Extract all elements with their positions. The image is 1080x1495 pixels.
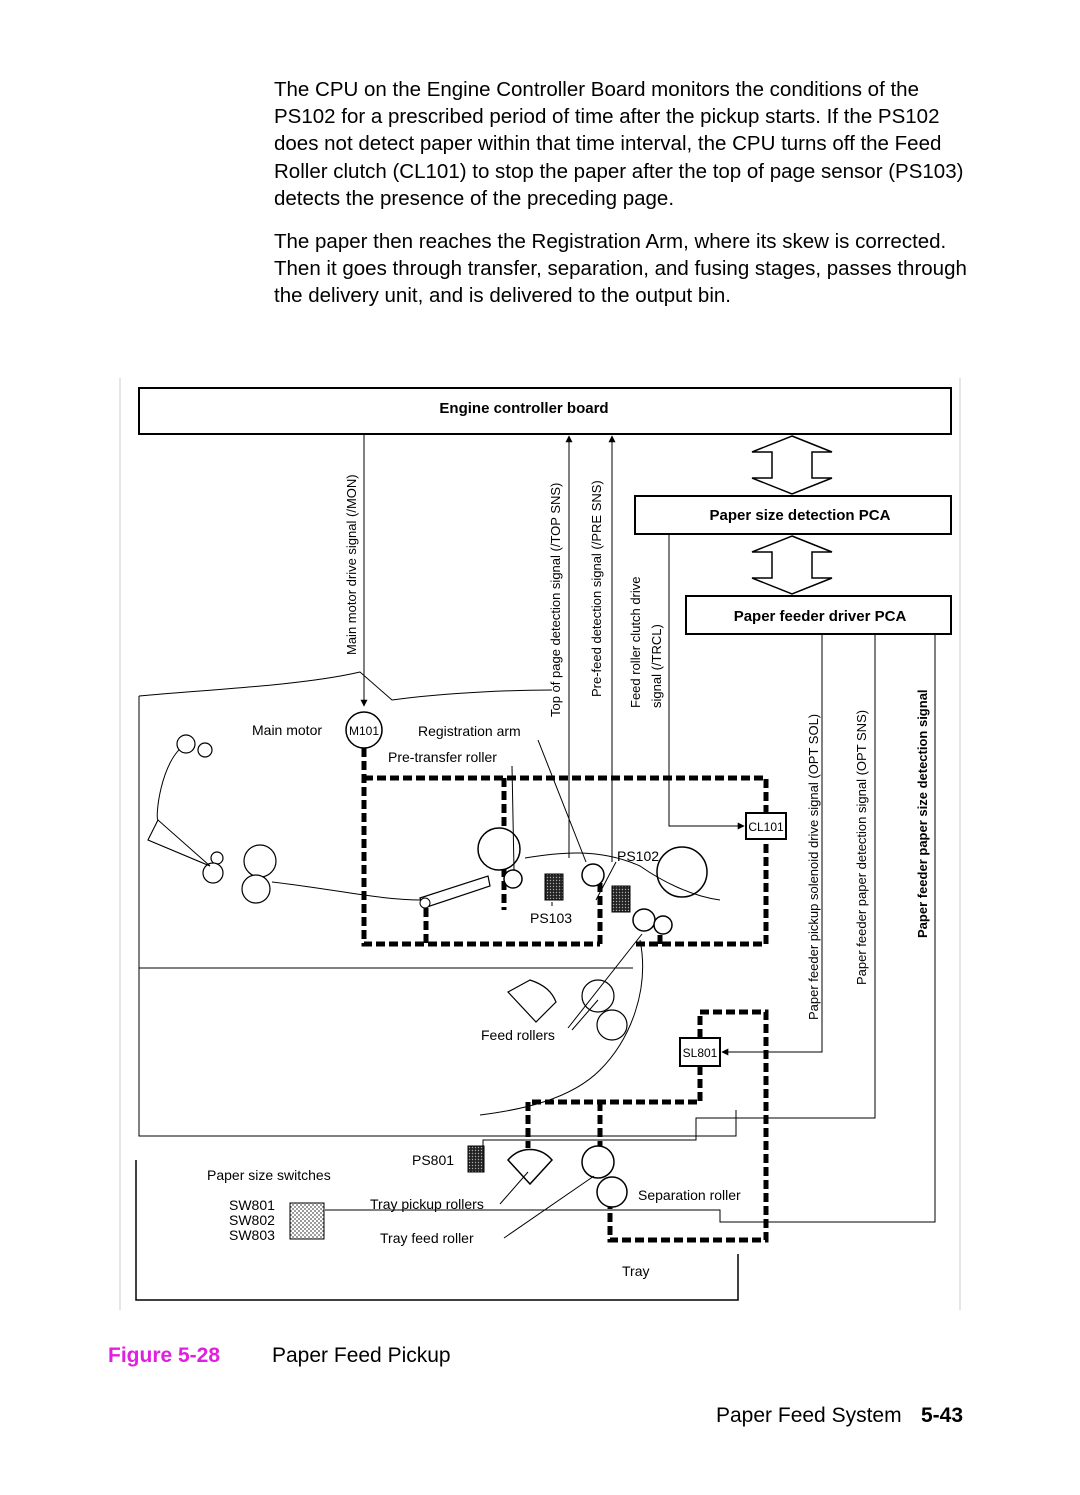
ps801-sensor-icon bbox=[467, 1145, 485, 1173]
sl801-label: SL801 bbox=[683, 1046, 718, 1060]
feed-rollers-leader-2 bbox=[571, 999, 599, 1031]
feed-roller-icon-1 bbox=[632, 908, 656, 932]
tray-label: Tray bbox=[622, 1263, 649, 1279]
tray-feed-roller-label: Tray feed roller bbox=[380, 1230, 474, 1246]
tray-pickup-rollers-label: Tray pickup rollers bbox=[370, 1196, 484, 1212]
trcl-signal-line bbox=[668, 534, 745, 830]
output-roller-icon-1 bbox=[176, 734, 196, 754]
fuser-pressure-roller-icon bbox=[243, 844, 277, 878]
registration-arm-label: Registration arm bbox=[418, 723, 521, 739]
cl101-box bbox=[745, 812, 787, 840]
registration-arm-pivot bbox=[419, 897, 431, 909]
feeder-drive-frame bbox=[525, 1009, 769, 1243]
tray-pickup-rollers-leader bbox=[499, 1171, 529, 1205]
engine-controller-board-box bbox=[138, 387, 952, 435]
body-paragraph-1: The CPU on the Engine Controller Board m… bbox=[274, 78, 964, 210]
feed-roller-icon-4 bbox=[596, 1009, 628, 1041]
mon-signal-label: Main motor drive signal (/MON) bbox=[344, 474, 359, 655]
trcl-signal-label-2: signal (/TRCL) bbox=[649, 624, 664, 708]
paper-feeder-driver-pca-box bbox=[685, 595, 952, 635]
separation-roller-icon bbox=[596, 1176, 628, 1208]
sw801-label: SW801 bbox=[229, 1197, 275, 1213]
tray-outline bbox=[135, 1160, 739, 1301]
ps103-sensor-icon bbox=[544, 873, 564, 901]
sl801-box bbox=[679, 1037, 721, 1067]
feed-rollers-leader-1 bbox=[567, 933, 643, 1029]
footer-section-title: Paper Feed System bbox=[716, 1404, 902, 1427]
paper-feeder-driver-pca-label: Paper feeder driver PCA bbox=[734, 608, 907, 625]
pre-transfer-roller-label: Pre-transfer roller bbox=[388, 749, 497, 765]
opt-sns-signal-label: Paper feeder paper detection signal (OPT… bbox=[854, 710, 869, 985]
feed-rollers-label: Feed rollers bbox=[481, 1027, 555, 1043]
fuser-heat-roller-icon bbox=[241, 874, 271, 904]
m101-label: M101 bbox=[349, 724, 379, 738]
paper-path bbox=[524, 852, 721, 901]
opt-sol-signal-label: Paper feeder pickup solenoid drive signa… bbox=[806, 714, 821, 1020]
output-roller-icon-2 bbox=[197, 742, 213, 758]
ps102-leader bbox=[595, 861, 617, 901]
pre-transfer-roller-icon bbox=[503, 869, 523, 889]
feed-roller-icon-3 bbox=[581, 979, 615, 1013]
main-motor-label: Main motor bbox=[252, 722, 322, 738]
paper-feed-pickup-diagram: Engine controller board Paper size detec… bbox=[119, 378, 961, 1310]
registration-arm-shape bbox=[419, 875, 491, 909]
registration-roller-icon bbox=[581, 863, 605, 887]
size-signal-label: Paper feeder paper size detection signal bbox=[915, 689, 930, 938]
paper-size-switch-icon bbox=[289, 1202, 325, 1240]
fuser-roller-icon bbox=[656, 846, 708, 898]
output-roller-icon-3 bbox=[210, 851, 224, 865]
feed-roller-icon-2 bbox=[653, 915, 673, 935]
bus-arrow-lower bbox=[751, 535, 833, 595]
paper-size-detection-pca-box bbox=[634, 495, 952, 535]
separation-roller-label: Separation roller bbox=[638, 1187, 741, 1203]
paper-path-lower bbox=[271, 881, 423, 901]
output-tray-shape bbox=[147, 819, 211, 867]
opt-sol-signal-line bbox=[721, 634, 823, 1056]
engine-drive-frame bbox=[361, 748, 769, 947]
body-paragraph-2: The paper then reaches the Registration … bbox=[274, 230, 967, 308]
figure-label: Figure 5-28 bbox=[108, 1344, 221, 1367]
paper-size-switches-label: Paper size switches bbox=[207, 1167, 331, 1183]
printer-top-outline bbox=[138, 671, 553, 701]
photosensitive-drum-icon bbox=[477, 827, 521, 871]
top-sns-signal-label: Top of page detection signal (/TOP SNS) bbox=[548, 483, 563, 717]
output-roller-icon-4 bbox=[202, 862, 224, 884]
ps103-label: PS103 bbox=[530, 910, 572, 926]
figure-title: Paper Feed Pickup bbox=[272, 1344, 451, 1367]
trcl-signal-label-1: Feed roller clutch drive bbox=[628, 577, 643, 709]
pre-sns-signal-label: Pre-feed detection signal (/PRE SNS) bbox=[589, 480, 604, 697]
engine-controller-board-label: Engine controller board bbox=[439, 400, 608, 417]
footer-page-number: 5-43 bbox=[921, 1404, 964, 1427]
feed-roller-sector-icon bbox=[507, 979, 557, 1023]
ps801-label: PS801 bbox=[412, 1152, 454, 1168]
tray-feed-roller-leader bbox=[503, 1175, 595, 1239]
sw802-label: SW802 bbox=[229, 1212, 275, 1228]
tray-pickup-roller-icon bbox=[506, 1148, 554, 1186]
feeder-paper-path bbox=[479, 939, 644, 1116]
size-signal-line bbox=[325, 634, 936, 1223]
ps102-sensor-icon bbox=[611, 885, 631, 913]
pre-transfer-roller-leader bbox=[511, 765, 515, 871]
paper-size-detection-pca-label: Paper size detection PCA bbox=[710, 507, 891, 524]
opt-sns-signal-line bbox=[482, 634, 876, 1148]
sw803-label: SW803 bbox=[229, 1227, 275, 1243]
bus-arrow-upper bbox=[751, 435, 833, 495]
registration-arm-leader bbox=[537, 739, 587, 863]
cl101-label: CL101 bbox=[748, 820, 784, 834]
tray-feed-roller-icon bbox=[581, 1145, 615, 1179]
ps102-label: PS102 bbox=[617, 848, 659, 864]
paper-feeder-outline bbox=[138, 968, 737, 1137]
